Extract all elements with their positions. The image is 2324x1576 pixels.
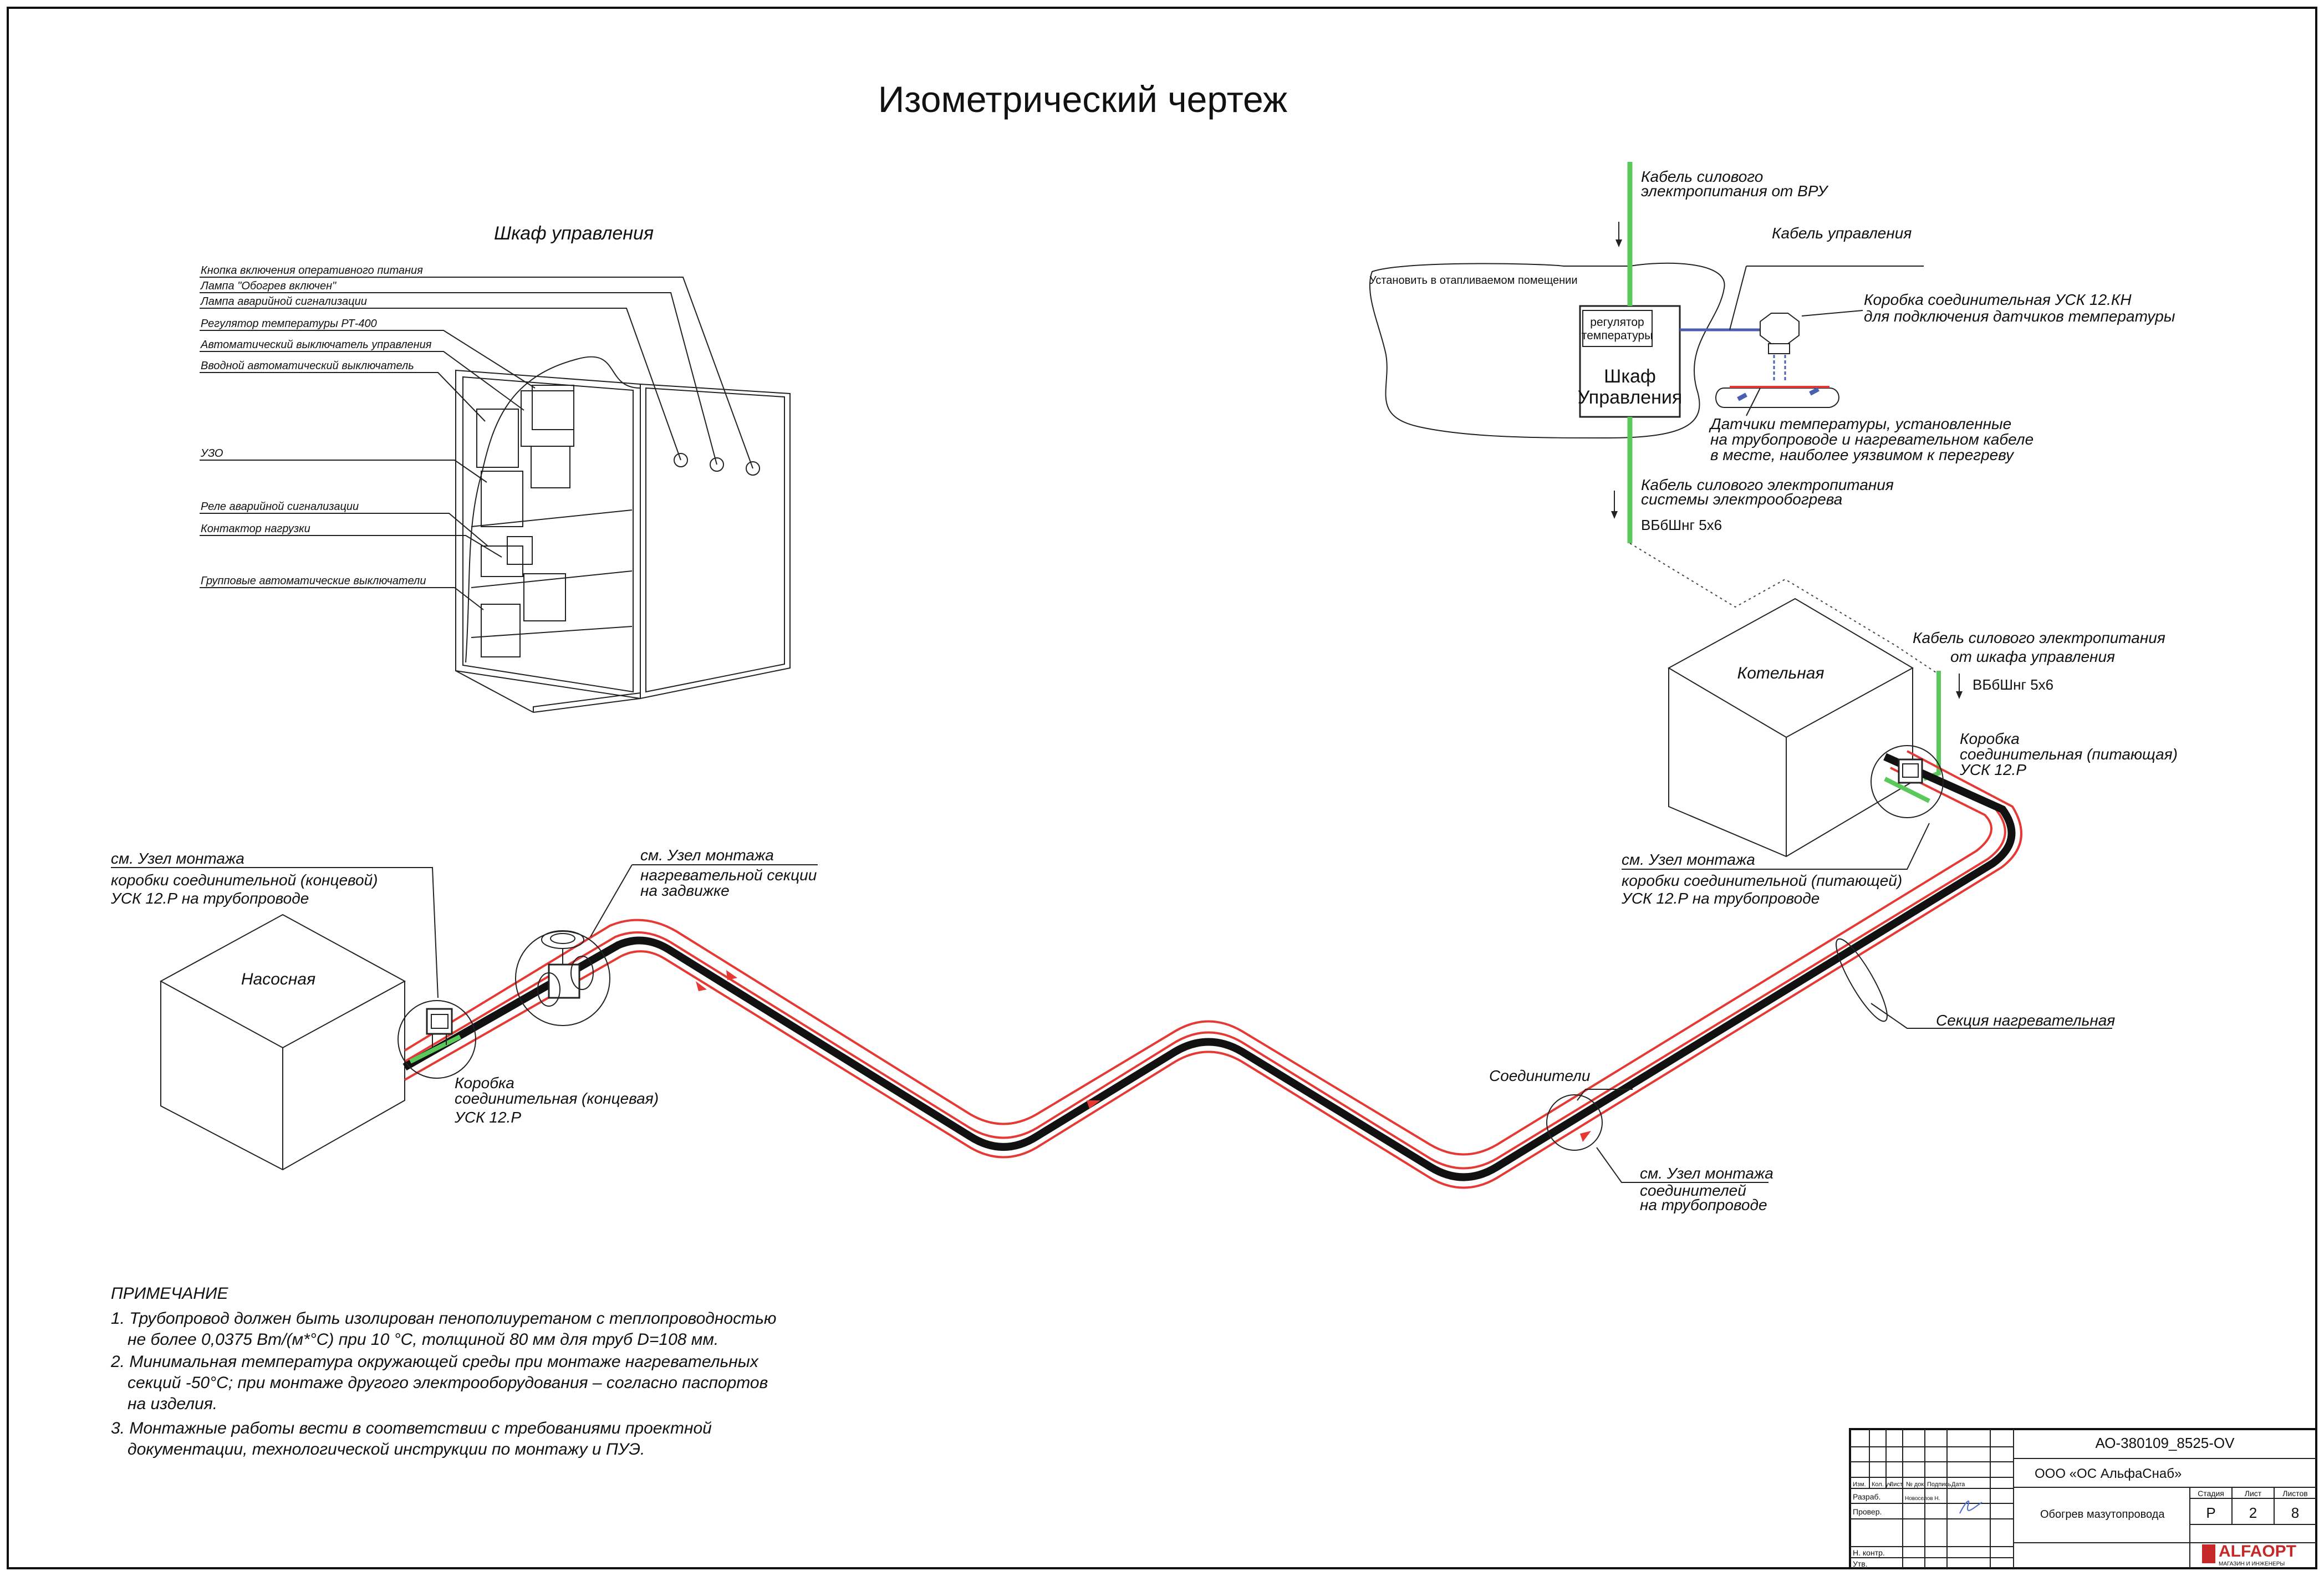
stamp-col-signature: Подпись xyxy=(1927,1481,1951,1488)
stamp-sheet-label: Лист xyxy=(2245,1489,2262,1498)
stamp-col-date: Дата xyxy=(1951,1481,1965,1488)
valve-node-label-2: нагревательной секции xyxy=(640,866,817,884)
stamp-logo: ALFAOPT xyxy=(2219,1542,2296,1560)
control-scheme xyxy=(1369,162,1924,543)
end-box-label-3: УСК 12.Р xyxy=(454,1109,521,1126)
stamp-row-checker: Провер. xyxy=(1853,1507,1882,1516)
pump-building xyxy=(159,914,406,1171)
feed-node-label-2: коробки соединительной (питающей) xyxy=(1622,872,1902,889)
control-cabinet-label-1: Шкаф xyxy=(1604,366,1656,387)
cabinet-label-contactor: Контактор нагрузки xyxy=(201,523,310,535)
section-label: Секция нагревательная xyxy=(1936,1012,2115,1029)
heating-power-cable-label-2: системы электрообогрева xyxy=(1641,491,1842,508)
stamp-sheet: 2 xyxy=(2249,1504,2257,1521)
dotted-link xyxy=(1629,543,1938,674)
page-title: Изометрический чертеж xyxy=(878,79,1287,120)
title-block xyxy=(1849,1428,2317,1569)
end-node-label-2: коробки соединительной (концевой) xyxy=(111,871,378,889)
cabinet-label-group-breakers: Групповые автоматические выключатели xyxy=(201,575,426,587)
connectors-label: Соединители xyxy=(1489,1067,1591,1084)
end-box-label-2: соединительная (концевая) xyxy=(455,1090,659,1107)
end-box-label-1: Коробка xyxy=(455,1074,514,1092)
end-node-label-3: УСК 12.Р на трубопроводе xyxy=(110,890,309,907)
boiler-power-cable-label-1: Кабель силового электропитания xyxy=(1913,629,2165,646)
feed-box-label-3: УСК 12.Р xyxy=(1959,761,2026,778)
stamp-sheets-label: Листов xyxy=(2282,1489,2308,1498)
feed-node-label-3: УСК 12.Р на трубопроводе xyxy=(1621,890,1820,907)
cabinet-label-power-button: Кнопка включения оперативного питания xyxy=(201,264,423,277)
sensors-label-1: Датчики температуры, установленные xyxy=(1709,415,2011,432)
cabinet-title: Шкаф управления xyxy=(494,223,654,244)
cabinet-label-rcd: УЗО xyxy=(200,447,223,460)
stamp-row-approved: Утв. xyxy=(1853,1559,1868,1568)
feed-box-label-2: соединительная (питающая) xyxy=(1960,746,2178,763)
stamp-company: ООО «ОС АльфаСнаб» xyxy=(2035,1466,2182,1481)
detail-markers xyxy=(111,745,2112,1183)
notes-line-4: секций -50°С; при монтаже другого электр… xyxy=(128,1374,768,1392)
cable-control-label: Кабель управления xyxy=(1772,225,1912,242)
junction-kn-label-1: Коробка соединительная УСК 12.КН xyxy=(1864,291,2132,308)
sensors-label-2: на трубопроводе и нагревательном кабеле xyxy=(1710,431,2034,448)
stamp-sheets: 8 xyxy=(2291,1504,2299,1521)
cabinet-label-alarm-relay: Реле аварийной сигнализации xyxy=(201,501,359,513)
control-cabinet-label-2: Управления xyxy=(1578,387,1683,408)
stamp-col-sheet: Лист xyxy=(1889,1481,1903,1488)
cable-mark-2: ВБбШнг 5х6 xyxy=(1973,676,2053,693)
stamp-col-count: Кол. уч. xyxy=(1872,1481,1893,1488)
stamp-developer-name: Новоселов Н. xyxy=(1905,1496,1940,1502)
sensors-label-3: в месте, наиболее уязвимом к перегреву xyxy=(1710,446,2015,463)
cabinet-label-alarm-lamp: Лампа аварийной сигнализации xyxy=(200,295,367,308)
cabinet-drawing: Шкаф управления xyxy=(200,223,791,713)
end-node-label-1: см. Узел монтажа xyxy=(111,850,244,867)
stamp-row-norm-control: Н. контр. xyxy=(1853,1548,1885,1557)
connectors-node-label-1: см. Узел монтажа xyxy=(1640,1165,1773,1182)
notes-heading: ПРИМЕЧАНИЕ xyxy=(111,1284,229,1303)
cable-vru-label-1: Кабель силового xyxy=(1641,168,1763,185)
feed-box-label-1: Коробка xyxy=(1960,730,2020,747)
cabinet-label-control-breaker: Автоматический выключатель управления xyxy=(200,339,432,351)
heated-room-label: Установить в отапливаемом помещении xyxy=(1369,274,1578,287)
regulator-label-2: температуры xyxy=(1582,329,1653,342)
valve-node-label-1: см. Узел монтажа xyxy=(640,846,774,864)
cabinet-label-main-breaker: Вводной автоматический выключатель xyxy=(201,360,414,372)
stamp-stage: Р xyxy=(2206,1504,2215,1521)
cabinet-label-heating-lamp: Лампа "Обогрев включен" xyxy=(200,280,337,292)
notes-line-1: 1. Трубопровод должен быть изолирован пе… xyxy=(111,1309,776,1328)
valve-node-label-3: на задвижке xyxy=(640,882,730,899)
boiler-power-cable-label-2: от шкафа управления xyxy=(1950,648,2115,665)
pipeline xyxy=(402,750,2022,1189)
stamp-row-developer: Разраб. xyxy=(1853,1492,1880,1501)
feed-node-label-1: см. Узел монтажа xyxy=(1622,851,1755,868)
cabinet-label-regulator: Регулятор температуры РТ-400 xyxy=(201,318,377,330)
notes-line-2: не более 0,0375 Вт/(м*°С) при 10 °С, тол… xyxy=(128,1330,718,1349)
sheet-frame xyxy=(7,7,2317,1569)
boiler-name: Котельная xyxy=(1737,664,1824,682)
stamp-col-change: Изм. xyxy=(1853,1481,1866,1488)
stamp-logo-sub: МАГАЗИН И ИНЖЕНЕРЫ xyxy=(2219,1561,2285,1567)
stamp-col-docno: № док. xyxy=(1906,1481,1925,1488)
junction-kn-label-2: для подключения датчиков температуры xyxy=(1864,308,2175,325)
connectors-node-label-2: соединителей xyxy=(1640,1182,1746,1199)
stamp-doc-code: АО-380109_8525-OV xyxy=(2096,1435,2235,1451)
notes-line-6: 3. Монтажные работы вести в соответствии… xyxy=(111,1419,712,1437)
pump-name: Насосная xyxy=(241,970,315,988)
stamp-stage-label: Стадия xyxy=(2198,1489,2224,1498)
heating-power-cable-label-1: Кабель силового электропитания xyxy=(1641,476,1894,493)
cable-mark-1: ВБбШнг 5х6 xyxy=(1641,517,1722,533)
notes-line-3: 2. Минимальная температура окружающей ср… xyxy=(110,1353,759,1371)
notes-line-5: на изделия. xyxy=(128,1395,217,1413)
notes-line-7: документации, технологической инструкции… xyxy=(128,1440,645,1458)
regulator-label-1: регулятор xyxy=(1590,316,1644,329)
cable-vru-label-2: электропитания от ВРУ xyxy=(1641,182,1829,200)
connectors-node-label-3: на трубопроводе xyxy=(1640,1196,1767,1213)
stamp-object: Обогрев мазутопровода xyxy=(2040,1508,2165,1521)
